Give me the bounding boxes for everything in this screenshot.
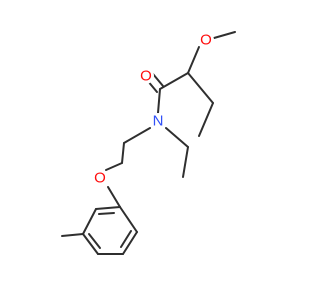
molecule-structure-diagram: O O N O — [61, 31, 236, 255]
bond-ch2b-oxygen — [105, 162, 123, 171]
ring-bond-2 — [82, 208, 97, 235]
bond-nitrogen-ch2a — [123, 127, 151, 144]
bond-ch2a-ch2b — [121, 142, 125, 164]
bond-c2-c3 — [187, 72, 214, 104]
bond-c2-carbonyl — [159, 72, 189, 90]
ring-bond-3 — [82, 233, 99, 255]
bonds — [61, 31, 236, 255]
ring-bond-5-inner — [120, 230, 132, 248]
ring-bond-1-inner — [98, 212, 115, 215]
bond-c3-c4 — [198, 102, 214, 137]
ring-bond-1 — [95, 206, 121, 210]
ring-bond-3-inner — [88, 233, 101, 249]
ether-oxygen-label: O — [94, 170, 106, 187]
bond-nitrogen-ethyl-ch2 — [165, 127, 189, 148]
bond-carbonyl-nitrogen — [157, 88, 161, 114]
ring-bond-5 — [122, 231, 138, 255]
bond-carbonyl-double-b — [152, 73, 164, 87]
methoxy-oxygen-label: O — [200, 32, 212, 49]
bond-ring-methyl — [61, 233, 84, 237]
bond-methoxy-methyl — [213, 31, 236, 39]
bond-oxygen-ring — [107, 186, 121, 208]
atom-labels: O O N O — [92, 32, 214, 187]
bond-ethyl-ch2-ch3 — [182, 146, 189, 178]
amide-nitrogen-label: N — [153, 113, 164, 130]
ring-bond-6 — [119, 206, 138, 233]
carbonyl-oxygen-label: O — [140, 68, 152, 85]
bond-methoxy-oxygen-c2 — [187, 46, 200, 74]
